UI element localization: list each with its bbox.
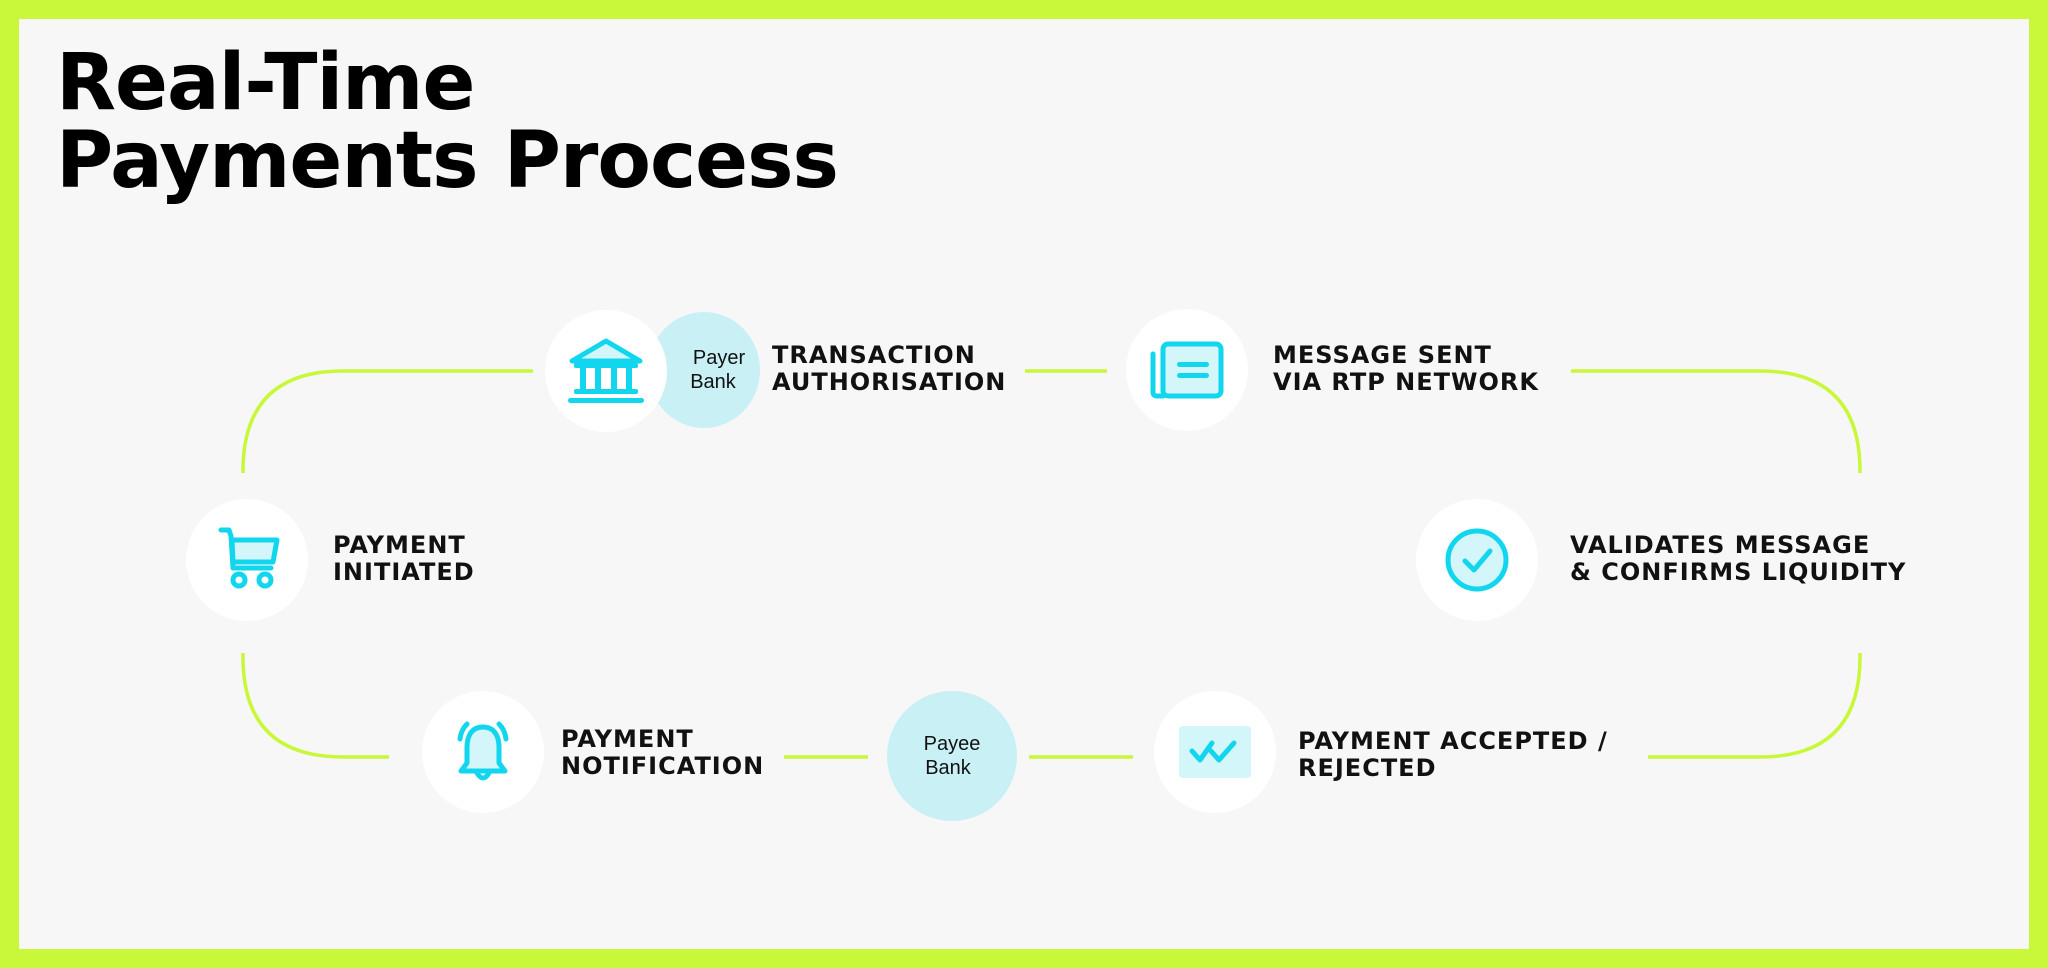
node-payment-initiated (186, 499, 308, 621)
bell-icon (457, 721, 509, 781)
title-line-1: Real-Time (56, 38, 475, 128)
shopping-cart-icon (218, 527, 280, 589)
label-payment-initiated: PAYMENT INITIATED (333, 531, 475, 586)
payee-bank-badge: Payee Bank (887, 691, 1017, 821)
node-validates-message (1416, 499, 1538, 621)
bank-icon (568, 338, 644, 403)
connector-top-left (241, 369, 533, 473)
double-check-icon (1179, 726, 1251, 778)
label-validates-message: VALIDATES MESSAGE & CONFIRMS LIQUIDITY (1570, 531, 1907, 586)
node-message-sent (1126, 309, 1248, 431)
label-transaction-authorisation: TRANSACTION AUTHORISATION (772, 341, 1007, 396)
connector-bottom-left (241, 653, 389, 759)
page-title: Real-Time Payments Process (56, 38, 839, 206)
connector-top-right (1571, 369, 1862, 473)
node-payment-accepted (1154, 691, 1276, 813)
newspaper-icon (1150, 341, 1224, 399)
title-line-2: Payments Process (56, 116, 839, 206)
diagram-canvas (19, 19, 2029, 949)
connector-bottom-right (1648, 653, 1862, 759)
check-circle-icon (1445, 528, 1509, 592)
label-payment-notification: PAYMENT NOTIFICATION (561, 725, 765, 780)
node-payment-notification (422, 691, 544, 813)
label-message-sent: MESSAGE SENT VIA RTP NETWORK (1273, 341, 1539, 396)
label-payment-accepted: PAYMENT ACCEPTED / REJECTED (1298, 727, 1608, 782)
node-transaction-authorisation (545, 310, 667, 432)
